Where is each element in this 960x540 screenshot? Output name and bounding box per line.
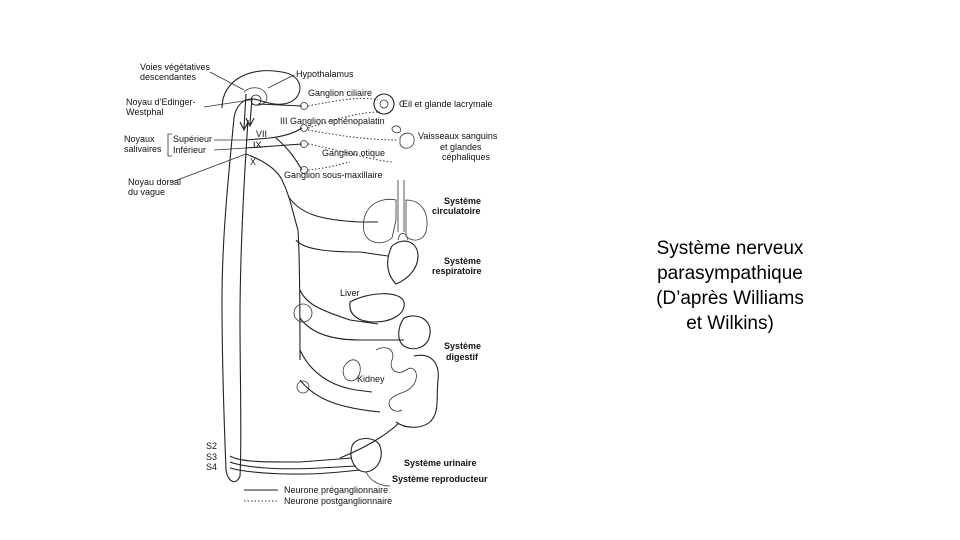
brain-outline [221, 70, 301, 119]
sacral-to-colon [339, 423, 399, 459]
label-hypothalamus: Hypothalamus [296, 69, 354, 79]
label-s2: S2 [206, 441, 217, 451]
post-fibre-otic [307, 143, 393, 163]
leader-line [171, 153, 247, 183]
ganglion-sous-maxillaire [300, 166, 308, 174]
label-vaisseaux-3: céphaliques [442, 152, 491, 162]
post-fibre-submax [307, 161, 351, 171]
label-vaisseaux-1: Vaisseaux sanguins [418, 131, 498, 141]
nerve-ix [245, 143, 303, 149]
post-fibre-vessels [307, 129, 399, 141]
label-edinger-1: Noyau d’Edinger- [126, 97, 196, 107]
label-salivaires: salivaires [124, 144, 162, 154]
stomach-icon [398, 315, 431, 350]
eye-icon [373, 93, 395, 115]
ganglion-otique [300, 140, 308, 148]
liver-icon [349, 293, 405, 323]
sacral-nerve-s4 [229, 467, 361, 475]
kidney-icon [342, 359, 361, 382]
label-inferieur: Inférieur [173, 145, 206, 155]
heart-vessels-icon [397, 232, 409, 241]
label-s3: S3 [206, 452, 217, 462]
vagus-intestine [299, 379, 381, 413]
vagus-stomach [299, 317, 404, 341]
vagus-liver [299, 289, 379, 325]
label-noyaux: Noyaux [124, 134, 155, 144]
label-sys-circ-1: Système [444, 196, 481, 206]
small-intestine-icon [375, 347, 417, 412]
ganglion-sphenopalatin [300, 124, 308, 132]
label-sys-circ-2: circulatoire [432, 206, 481, 216]
nerve-vii [245, 127, 303, 141]
label-sys-urinaire: Système urinaire [404, 458, 477, 468]
label-s4: S4 [206, 462, 217, 472]
label-voies-1: Voies végétatives [140, 62, 211, 72]
leader-line [203, 99, 251, 108]
lacrymal-gland-icon [391, 125, 401, 134]
vagus-kidney [299, 349, 373, 393]
edinger-nucleus [250, 94, 262, 106]
post-fibre-eye [307, 97, 379, 107]
vagus-respiratory [295, 239, 389, 257]
label-nerve-ix: IX [253, 140, 262, 150]
colon-icon [395, 354, 439, 428]
label-superieur: Supérieur [173, 134, 212, 144]
hypothalamus-region [243, 87, 268, 106]
leader-line [267, 74, 295, 89]
bladder-icon [350, 437, 382, 473]
sacral-nerve-s2 [229, 455, 353, 463]
vagus-circulatory [287, 195, 378, 223]
label-oeil: Œil et glande lacrymale [399, 99, 493, 109]
label-nerve-x: X [250, 157, 256, 167]
label-voies-2: descendantes [140, 72, 197, 82]
eye-pupil-icon [379, 99, 389, 109]
label-nerve-vii: VII [256, 129, 267, 139]
label-ganglion-otique: Ganglion otique [322, 148, 385, 158]
post-fibre-lacrymal [307, 111, 381, 129]
ganglion-ciliaire [300, 102, 308, 110]
label-liver: Liver [340, 288, 360, 298]
label-ganglion-ciliaire: Ganglion ciliaire [308, 88, 372, 98]
label-vague-2: du vague [128, 187, 165, 197]
label-sys-resp-2: respiratoire [432, 266, 482, 276]
legend-pre-label: Neurone préganglionnaire [284, 485, 388, 495]
caption-line: Système nerveux [656, 238, 804, 259]
leader-line [209, 71, 245, 91]
lung-icon [362, 198, 397, 244]
label-sys-dig-1: Système [444, 341, 481, 351]
nerve-iii [257, 103, 303, 107]
label-ganglion-sous-maxillaire: Ganglion sous-maxillaire [284, 170, 383, 180]
trachea-icon [397, 180, 405, 232]
label-vague-1: Noyau dorsal [128, 177, 181, 187]
lung-icon [405, 199, 428, 241]
leader-line [213, 147, 247, 151]
organ-outline [293, 303, 313, 323]
label-edinger-2: Westphal [126, 107, 163, 117]
descending-arrow [245, 97, 255, 128]
descending-arrow [239, 93, 249, 132]
label-sys-dig-2: digestif [446, 352, 479, 362]
heart-icon [387, 240, 419, 285]
head-gland-icon [399, 132, 415, 149]
bracket [167, 133, 172, 157]
nerve-x [245, 153, 301, 361]
caption-line: parasympathique [657, 263, 803, 284]
spinal-cord [221, 117, 249, 483]
label-nerve-iii: III [280, 116, 288, 126]
reproductive-icon [365, 471, 391, 487]
organ-outline [296, 380, 310, 394]
label-sys-resp-1: Système [444, 256, 481, 266]
label-kidney: Kidney [357, 374, 385, 384]
caption-line: et Wilkins) [686, 313, 774, 334]
legend-post-label: Neurone postganglionnaire [284, 496, 392, 506]
label-sys-reproducteur: Système reproducteur [392, 474, 488, 484]
sacral-nerve-s3 [229, 461, 357, 470]
caption-line: (D’après Williams [656, 288, 804, 309]
label-vaisseaux-2: et glandes [440, 142, 482, 152]
label-ganglion-sphenopalatin: Ganglion sphénopalatin [290, 116, 385, 126]
caption: Système nerveux parasympathique (D’après… [630, 236, 830, 336]
nerve-vii-branch [275, 137, 303, 171]
